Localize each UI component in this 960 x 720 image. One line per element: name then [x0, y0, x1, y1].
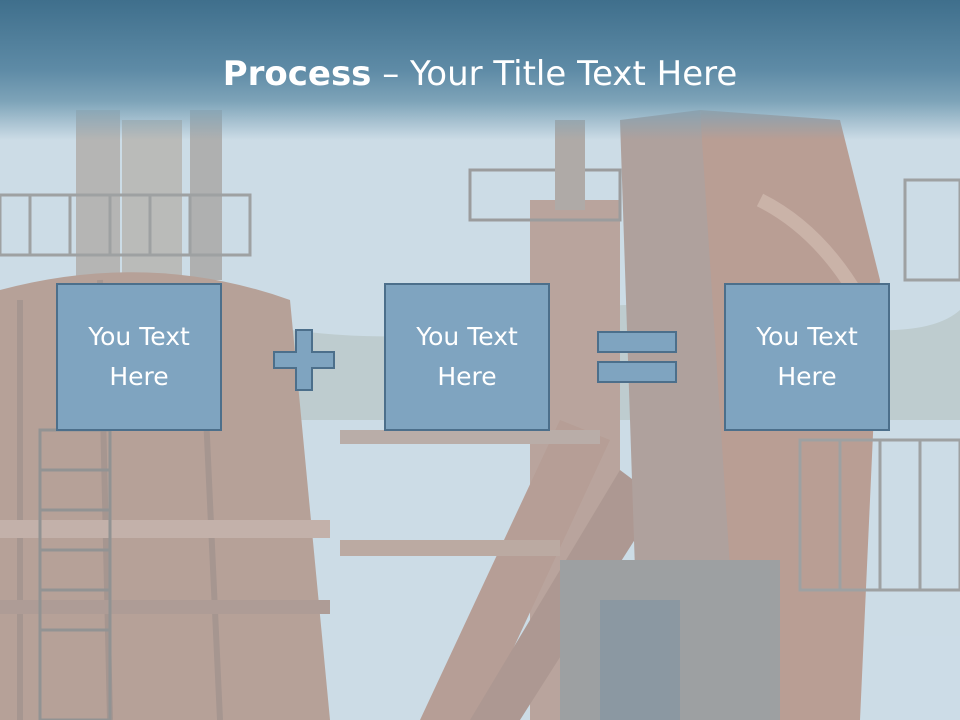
slide-title: Process – Your Title Text Here	[0, 52, 960, 96]
title-regular-text: – Your Title Text Here	[371, 54, 738, 94]
title-band	[0, 0, 960, 140]
process-box-1-label: You Text Here	[88, 322, 190, 391]
title-bold-text: Process	[222, 54, 372, 94]
process-box-3[interactable]: You Text Here	[724, 283, 890, 431]
process-box-1[interactable]: You Text Here	[56, 283, 222, 431]
process-box-2[interactable]: You Text Here	[384, 283, 550, 431]
process-box-2-label: You Text Here	[416, 322, 518, 391]
equals-icon	[597, 331, 677, 383]
plus-icon	[273, 329, 335, 391]
process-box-3-label: You Text Here	[756, 322, 858, 391]
